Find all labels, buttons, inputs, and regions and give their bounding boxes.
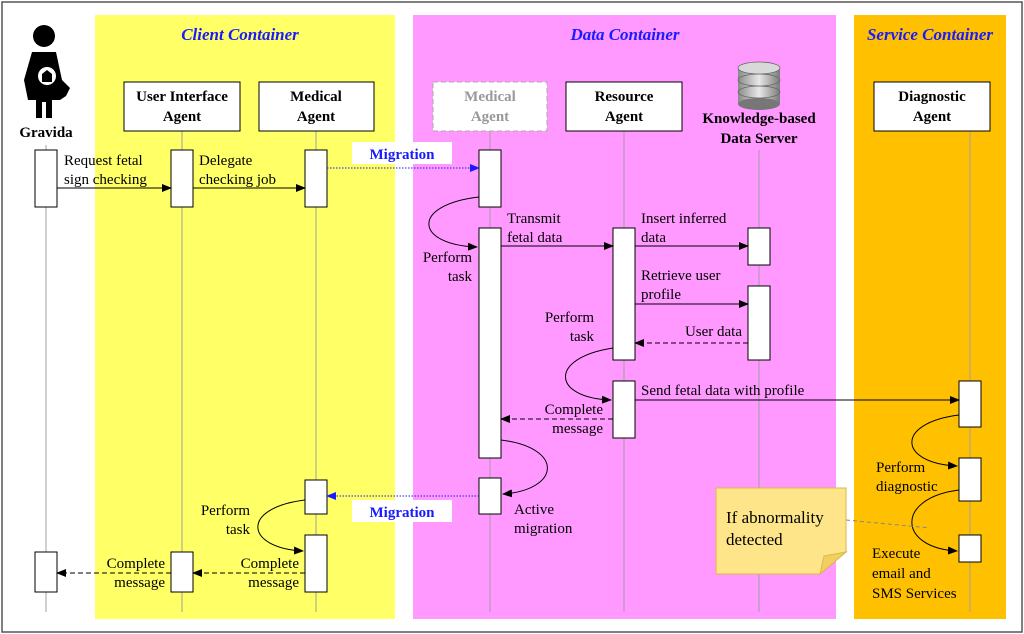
transmit-label-1: Transmit (507, 211, 561, 227)
activation-ghost-1 (478, 149, 502, 208)
diagnostic-agent-label-2: Agent (913, 109, 951, 125)
delegate-label-1: Delegate (199, 153, 253, 169)
active-migration-label-2: migration (514, 521, 573, 537)
activation-bars (34, 149, 982, 593)
activation-ui-2 (170, 551, 194, 593)
diagnostic-agent-label-1: Diagnostic (898, 89, 966, 105)
activation-ghost-3 (478, 477, 502, 515)
medical-agent-label-2: Agent (297, 109, 335, 125)
insert-label-2: data (641, 230, 666, 246)
ui-agent-box (123, 81, 241, 132)
complete-data-label-1: Complete (545, 402, 604, 418)
ui-agent-label-2: Agent (163, 109, 201, 125)
perform-diagnostic-label-1: Perform (876, 460, 925, 476)
delegate-label-2: checking job (199, 172, 276, 188)
gravida-label: Gravida (19, 125, 73, 141)
migration-top-label: Migration (370, 147, 436, 163)
complete-client-2-label-1: Complete (241, 556, 300, 572)
activation-ghost-2 (478, 227, 502, 459)
perform-task-med-label-2: task (448, 269, 473, 285)
lifelines (45, 131, 971, 612)
self-call-client-curve (257, 499, 306, 555)
activation-resource-2 (612, 380, 636, 439)
activation-medical-1 (304, 149, 328, 208)
database-icon (737, 61, 781, 110)
perform-task-med-label-1: Perform (423, 250, 472, 266)
medical-agent-label-1: Medical (290, 89, 342, 105)
note-label-1: If abnormality (726, 508, 824, 527)
migration-bottom-box (352, 500, 452, 522)
transmit-label-2: fetal data (507, 230, 563, 246)
medical-agent-ghost-box (432, 81, 548, 132)
resource-agent-box (565, 81, 683, 132)
activation-gravida-1 (34, 149, 58, 208)
self-call-active-migration-curve (500, 439, 548, 498)
user-data-label: User data (685, 324, 742, 340)
self-call-services-curve (911, 489, 960, 555)
medical-agent-ghost-label-2: Agent (471, 109, 509, 125)
self-call-medical-curve (428, 196, 480, 251)
activation-diag-1 (958, 380, 982, 428)
ui-agent-label-1: User Interface (136, 89, 228, 105)
service-container-title: Service Container (867, 25, 993, 44)
resource-agent-label-1: Resource (595, 89, 654, 105)
self-call-diagnostic-curve (911, 414, 960, 470)
perform-task-client-label-1: Perform (201, 503, 250, 519)
perform-task-res-label-2: task (570, 329, 595, 345)
perform-task-client-label-2: task (226, 522, 251, 538)
request-label-1: Request fetal (64, 153, 143, 169)
kb-server-label-1: Knowledge-based (702, 111, 816, 127)
note-connector (845, 519, 931, 529)
complete-client-1-label-2: message (114, 575, 165, 591)
activation-medical-3 (304, 534, 328, 593)
execute-services-label-1: Execute (872, 546, 921, 562)
activation-resource-1 (612, 227, 636, 361)
activation-kb-1 (747, 227, 771, 266)
perform-task-res-label-1: Perform (545, 310, 594, 326)
activation-medical-2 (304, 479, 328, 515)
execute-services-label-3: SMS Services (872, 586, 957, 602)
client-container-title: Client Container (181, 25, 299, 44)
request-label-2: sign checking (64, 172, 147, 188)
retrieve-label-1: Retrieve user (641, 268, 721, 284)
resource-agent-label-2: Agent (605, 109, 643, 125)
activation-kb-2 (747, 285, 771, 361)
active-migration-label-1: Active (514, 502, 554, 518)
execute-services-label-2: email and (872, 566, 931, 582)
insert-label-1: Insert inferred (641, 211, 727, 227)
retrieve-label-2: profile (641, 287, 681, 303)
self-call-resource-curve (565, 347, 614, 404)
sticky-note (715, 487, 848, 576)
note-label-2: detected (726, 530, 783, 549)
kb-server-label-2: Data Server (720, 131, 797, 147)
migration-bottom-label: Migration (370, 505, 436, 521)
medical-agent-box (258, 81, 375, 132)
diagnostic-agent-box (873, 81, 991, 132)
complete-client-2-label-2: message (248, 575, 299, 591)
activation-diag-2 (958, 457, 982, 502)
complete-data-label-2: message (552, 421, 603, 437)
activation-ui-1 (170, 149, 194, 208)
activation-gravida-2 (34, 551, 58, 593)
migration-top-box (352, 142, 452, 164)
data-container-title: Data Container (569, 25, 679, 44)
activation-diag-3 (958, 534, 982, 563)
complete-client-1-label-1: Complete (107, 556, 166, 572)
send-fetal-label: Send fetal data with profile (641, 383, 805, 399)
pregnant-woman-icon (24, 25, 70, 118)
perform-diagnostic-label-2: diagnostic (876, 479, 938, 495)
medical-agent-ghost-label-1: Medical (464, 89, 516, 105)
